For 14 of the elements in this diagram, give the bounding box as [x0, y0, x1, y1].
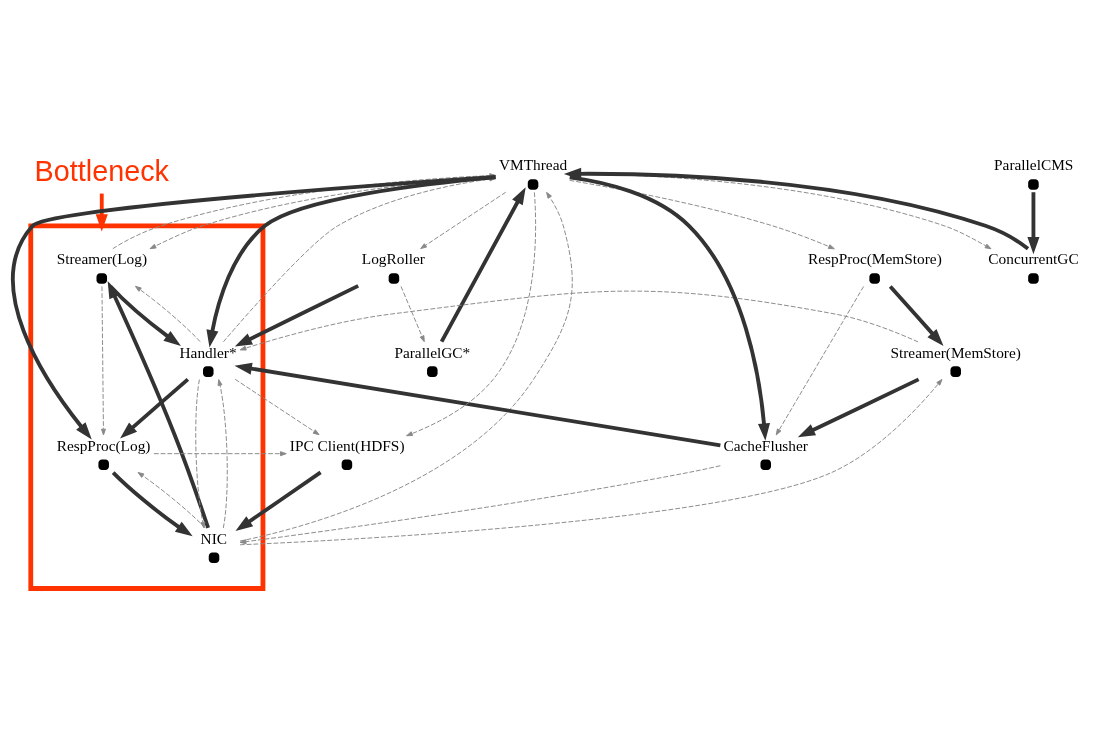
- node-label: RespProc(MemStore): [807, 249, 942, 267]
- node-label: ParallelGC*: [394, 343, 471, 361]
- node-label: RespProc(Log): [56, 436, 151, 454]
- node-label: VMThread: [499, 155, 568, 173]
- node-text: Bottleneck: [34, 154, 169, 187]
- node-label: LogRoller: [361, 249, 425, 267]
- node-label: CacheFlusher: [723, 436, 808, 454]
- node-label: NIC: [200, 529, 228, 547]
- node-label: Streamer(MemStore): [890, 343, 1021, 361]
- node-label: Handler*: [179, 343, 237, 361]
- node-label: Streamer(Log): [56, 249, 147, 267]
- node-label: ConcurrentGC: [988, 249, 1079, 267]
- node-label: ParallelCMS: [994, 155, 1074, 173]
- node-label: IPC Client(HDFS): [289, 436, 405, 454]
